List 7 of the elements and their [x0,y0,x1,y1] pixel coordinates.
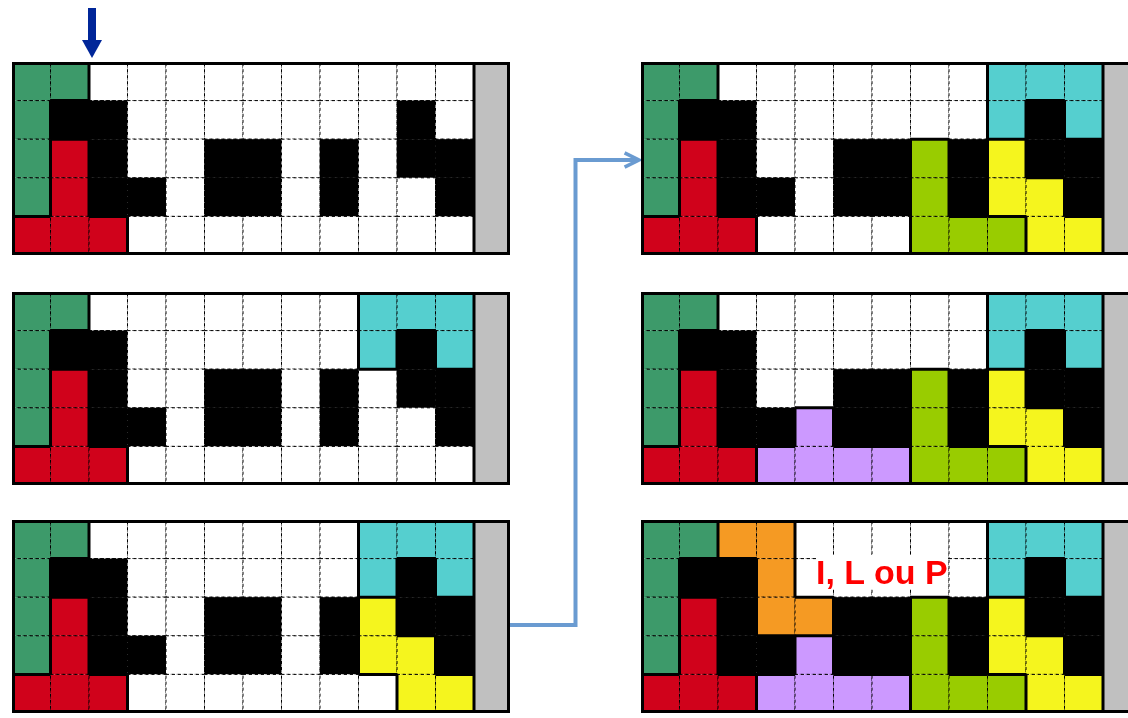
puzzle-grid [12,292,510,485]
puzzle-grid [12,520,510,713]
puzzle-grid [641,292,1128,485]
arrow [510,151,641,627]
puzzle-grid [641,520,1128,713]
puzzle-grid [641,62,1128,255]
puzzle-grid [12,62,510,255]
